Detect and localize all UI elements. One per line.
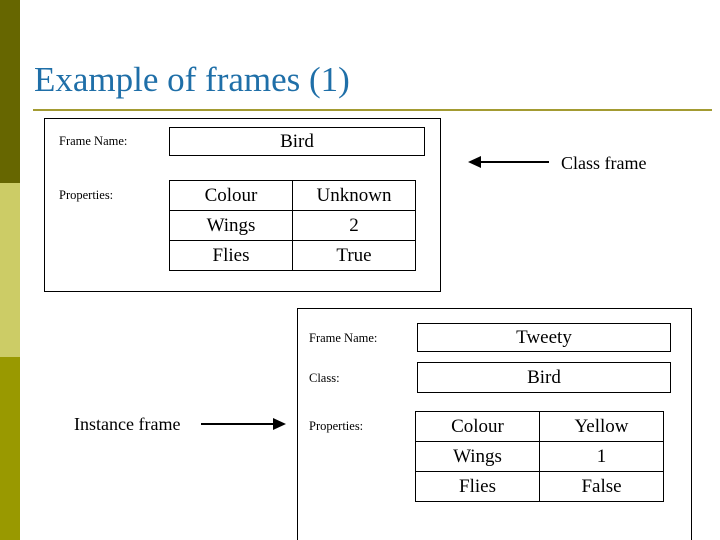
table-row: Flies True (169, 240, 416, 271)
instance-prop-value: Yellow (539, 411, 664, 442)
class-prop-key: Colour (169, 180, 293, 211)
instance-frame-name-value: Tweety (417, 323, 671, 352)
decor-band-bottom (0, 357, 20, 540)
instance-frame-arrow-line (201, 423, 273, 425)
decor-band-top (0, 0, 20, 183)
class-prop-key: Flies (169, 240, 293, 271)
instance-properties-table: Colour Yellow Wings 1 Flies False (415, 411, 664, 502)
table-row: Wings 2 (169, 210, 416, 241)
class-frame-name-label: Frame Name: (59, 134, 128, 148)
class-prop-value: True (292, 240, 416, 271)
table-row: Wings 1 (415, 441, 664, 472)
class-frame-arrow-line (481, 161, 549, 163)
instance-class-label: Class: (309, 371, 340, 385)
class-properties-table: Colour Unknown Wings 2 Flies True (169, 180, 416, 271)
instance-prop-key: Flies (415, 471, 540, 502)
table-row: Colour Unknown (169, 180, 416, 211)
class-prop-value: 2 (292, 210, 416, 241)
table-row: Colour Yellow (415, 411, 664, 442)
instance-prop-value: 1 (539, 441, 664, 472)
arrow-right-icon (273, 418, 286, 430)
title-underline-rule (33, 109, 712, 111)
instance-frame-name-label: Frame Name: (309, 331, 378, 345)
class-properties-label: Properties: (59, 188, 114, 202)
instance-properties-label: Properties: (309, 419, 364, 433)
instance-frame-annotation-label: Instance frame (74, 414, 181, 434)
class-prop-key: Wings (169, 210, 293, 241)
decor-band-middle (0, 183, 20, 357)
instance-prop-key: Wings (415, 441, 540, 472)
class-frame-name-value: Bird (169, 127, 425, 156)
instance-class-value: Bird (417, 362, 671, 393)
table-row: Flies False (415, 471, 664, 502)
class-prop-value: Unknown (292, 180, 416, 211)
instance-prop-value: False (539, 471, 664, 502)
arrow-left-icon (468, 156, 481, 168)
page-title: Example of frames (1) (34, 60, 350, 99)
instance-prop-key: Colour (415, 411, 540, 442)
class-frame-annotation-label: Class frame (561, 153, 647, 173)
